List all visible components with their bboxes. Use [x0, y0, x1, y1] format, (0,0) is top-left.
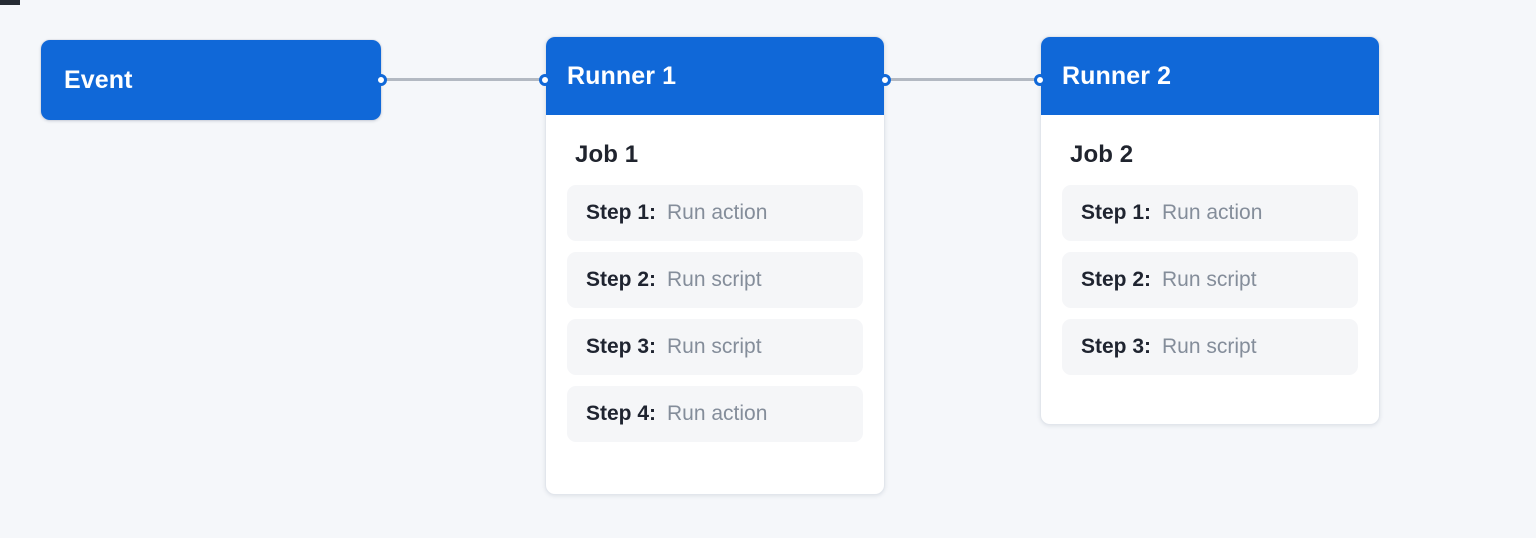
runner-1-header: Runner 1: [546, 37, 884, 115]
step-value: Run action: [1162, 201, 1263, 224]
runner-2-title: Runner 2: [1062, 61, 1172, 90]
step-key: Step 1:: [1081, 201, 1152, 224]
runner-1-body: Job 1 Step 1: Run action Step 2: Run scr…: [546, 115, 884, 466]
step-item[interactable]: Step 2: Run script: [1062, 252, 1358, 308]
step-value: Run action: [667, 201, 768, 224]
runner-node-2[interactable]: Runner 2 Job 2 Step 1: Run action Step 2…: [1040, 36, 1380, 425]
step-item[interactable]: Step 3: Run script: [1062, 319, 1358, 375]
step-key: Step 3:: [1081, 335, 1152, 358]
runner-2-job-title: Job 2: [1070, 141, 1134, 168]
runner-1-title: Runner 1: [567, 61, 677, 90]
step-value: Run script: [1162, 335, 1257, 358]
step-value: Run script: [667, 268, 762, 291]
edge-runner-1-to-runner-2[interactable]: [885, 78, 1040, 81]
step-key: Step 1:: [586, 201, 657, 224]
step-key: Step 2:: [586, 268, 657, 291]
step-key: Step 2:: [1081, 268, 1152, 291]
step-item[interactable]: Step 1: Run action: [1062, 185, 1358, 241]
runner-2-step-list: Step 1: Run action Step 2: Run script St…: [1062, 185, 1358, 375]
runner-2-body: Job 2 Step 1: Run action Step 2: Run scr…: [1041, 115, 1379, 399]
handle-event-output[interactable]: [375, 74, 387, 86]
handle-runner-1-output[interactable]: [879, 74, 891, 86]
corner-artifact: [0, 0, 20, 5]
step-item[interactable]: Step 3: Run script: [567, 319, 863, 375]
step-value: Run script: [667, 335, 762, 358]
step-value: Run action: [667, 402, 768, 425]
event-node-label: Event: [64, 65, 133, 94]
edge-event-to-runner-1[interactable]: [381, 78, 545, 81]
handle-runner-1-input[interactable]: [539, 74, 551, 86]
step-item[interactable]: Step 4: Run action: [567, 386, 863, 442]
runner-1-job-title: Job 1: [575, 141, 639, 168]
step-key: Step 3:: [586, 335, 657, 358]
runner-2-header: Runner 2: [1041, 37, 1379, 115]
step-item[interactable]: Step 1: Run action: [567, 185, 863, 241]
runner-node-1[interactable]: Runner 1 Job 1 Step 1: Run action Step 2…: [545, 36, 885, 495]
step-value: Run script: [1162, 268, 1257, 291]
handle-runner-2-input[interactable]: [1034, 74, 1046, 86]
step-item[interactable]: Step 2: Run script: [567, 252, 863, 308]
runner-1-step-list: Step 1: Run action Step 2: Run script St…: [567, 185, 863, 442]
step-key: Step 4:: [586, 402, 657, 425]
event-node[interactable]: Event: [41, 40, 381, 120]
